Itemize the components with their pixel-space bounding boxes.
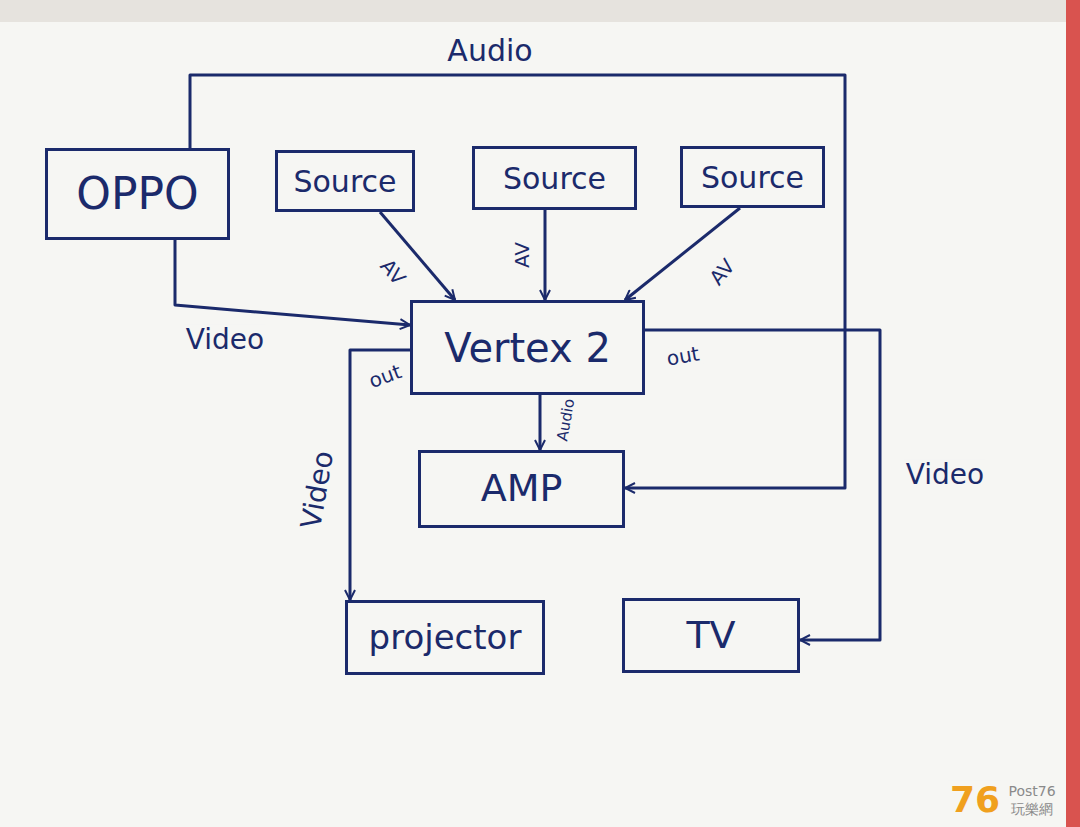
device-box: Vertex 2 (410, 300, 645, 395)
signal-label: Audio (445, 34, 534, 67)
device-box: projector (345, 600, 545, 675)
device-name: Source (503, 162, 606, 195)
device-box: AMP (418, 450, 625, 528)
device-box: Source (472, 146, 637, 210)
signal-connector (625, 208, 740, 300)
signal-label: Video (904, 460, 986, 491)
signal-connector (190, 75, 845, 488)
watermark: 76 (948, 780, 1002, 820)
device-box: Source (680, 146, 825, 208)
signal-connector (544, 210, 547, 300)
signal-connector (350, 350, 410, 600)
signal-label: AV (375, 253, 411, 290)
signal-label: Audio (554, 396, 578, 445)
device-box: TV (622, 598, 800, 673)
signal-label: AV (511, 240, 533, 270)
cloth-strip (0, 0, 1080, 22)
device-name: OPPO (76, 170, 198, 218)
port-label: out (663, 342, 703, 370)
signal-label: AV (704, 253, 740, 290)
device-name: TV (686, 615, 735, 657)
device-box: OPPO (45, 148, 230, 240)
port-label: out (364, 359, 406, 392)
signal-connector (175, 240, 410, 325)
device-name: AMP (481, 468, 563, 510)
device-box: Source (275, 150, 415, 212)
device-name: Vertex 2 (444, 326, 611, 370)
device-name: Source (701, 161, 804, 194)
watermark: 玩樂網 (1009, 802, 1055, 817)
signal-label: Video (296, 447, 341, 534)
board-edge (1066, 0, 1080, 827)
signal-connector (539, 395, 542, 450)
signal-connector (645, 330, 880, 640)
device-name: projector (369, 619, 522, 656)
device-name: Source (293, 165, 396, 198)
watermark: Post76 (1006, 784, 1057, 799)
signal-label: Video (184, 325, 266, 356)
